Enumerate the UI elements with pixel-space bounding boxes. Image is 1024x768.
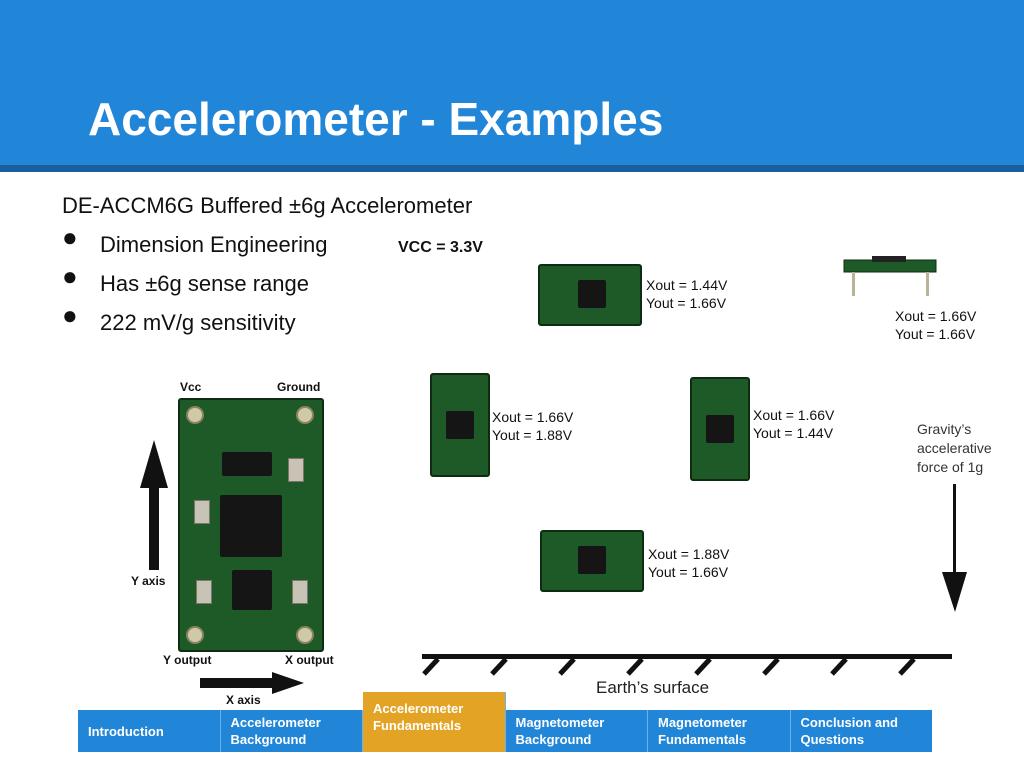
gravity-label: Gravity’s accelerative force of 1g: [917, 420, 992, 477]
reading-1: Xout = 1.44V Yout = 1.66V: [646, 276, 727, 312]
board-orientation-3: [430, 373, 490, 477]
yout-value: Yout = 1.66V: [895, 326, 976, 342]
nav-label: Fundamentals: [373, 718, 462, 733]
x-axis-label: X axis: [226, 693, 261, 707]
reading-3: Xout = 1.66V Yout = 1.88V: [492, 408, 573, 444]
reading-5: Xout = 1.88V Yout = 1.66V: [648, 545, 729, 581]
nav-introduction[interactable]: Introduction: [78, 710, 221, 752]
xout-value: Xout = 1.44V: [646, 277, 728, 293]
reading-4: Xout = 1.66V Yout = 1.44V: [753, 406, 834, 442]
board-edge-view: [843, 256, 937, 296]
slide-subtitle: DE-ACCM6G Buffered ±6g Accelerometer: [62, 193, 473, 218]
component: [292, 580, 308, 604]
yout-value: Yout = 1.88V: [492, 427, 573, 443]
xout-value: Xout = 1.66V: [753, 407, 835, 423]
yout-value: Yout = 1.66V: [646, 295, 727, 311]
yout-value: Yout = 1.44V: [753, 425, 834, 441]
earth-surface-label: Earth’s surface: [596, 678, 710, 697]
sensor-chip: [578, 546, 606, 574]
board-orientation-4: [690, 377, 750, 481]
y-output-hole: [186, 626, 204, 644]
x-output-hole: [296, 626, 314, 644]
bullet-icon: ●: [62, 222, 78, 252]
earth-surface-icon: [422, 654, 952, 676]
bullet-icon: ●: [62, 300, 78, 330]
nav-label: Introduction: [88, 723, 164, 739]
nav-label: Fundamentals: [658, 732, 747, 747]
y-output-label: Y output: [163, 653, 212, 667]
sensor-chip: [220, 495, 282, 557]
gravity-line: accelerative: [917, 440, 992, 456]
nav-label: Conclusion and: [800, 715, 899, 730]
bullet-text: Has ±6g sense range: [100, 271, 309, 296]
yout-value: Yout = 1.66V: [648, 564, 729, 580]
x-axis-arrow-icon: [200, 672, 304, 694]
ground-pin-label: Ground: [277, 380, 321, 394]
bullet-text: 222 mV/g sensitivity: [100, 310, 296, 335]
gravity-line: force of 1g: [917, 459, 984, 475]
component: [196, 580, 212, 604]
slide-header: [0, 0, 1024, 165]
gravity-arrow-icon: [942, 484, 967, 612]
xout-value: Xout = 1.66V: [895, 308, 977, 324]
xout-value: Xout = 1.66V: [492, 409, 574, 425]
bullet-text: Dimension Engineering: [100, 232, 328, 257]
header-rule: [0, 165, 1024, 172]
bullet-icon: ●: [62, 261, 78, 291]
nav-label: Questions: [800, 732, 865, 747]
large-board-image: [178, 398, 324, 652]
sensor-chip: [446, 411, 474, 439]
buffer-chip: [232, 570, 272, 610]
gravity-line: Gravity’s: [917, 421, 972, 437]
y-axis-arrow-icon: [140, 440, 168, 570]
vcc-pin-label: Vcc: [180, 380, 202, 394]
y-axis-label: Y axis: [131, 574, 166, 588]
vcc-label: VCC = 3.3V: [398, 239, 483, 256]
nav-label: Magnetometer: [515, 715, 605, 730]
sensor-chip: [706, 415, 734, 443]
ground-hole: [296, 406, 314, 424]
slide-title: Accelerometer - Examples: [88, 93, 664, 145]
nav-label: Accelerometer: [230, 715, 321, 730]
xout-value: Xout = 1.88V: [648, 546, 730, 562]
x-output-label: X output: [285, 653, 334, 667]
regulator-chip: [222, 452, 272, 476]
nav-label: Background: [515, 732, 592, 747]
board-orientation-1: [538, 264, 642, 326]
nav-label: Magnetometer: [658, 715, 747, 730]
component: [288, 458, 304, 482]
sensor-chip: [578, 280, 606, 308]
reading-2: Xout = 1.66V Yout = 1.66V: [895, 307, 976, 343]
nav-label: Accelerometer: [373, 701, 464, 716]
nav-label: Background: [230, 732, 307, 747]
board-orientation-5: [540, 530, 644, 592]
vcc-hole: [186, 406, 204, 424]
component: [194, 500, 210, 524]
